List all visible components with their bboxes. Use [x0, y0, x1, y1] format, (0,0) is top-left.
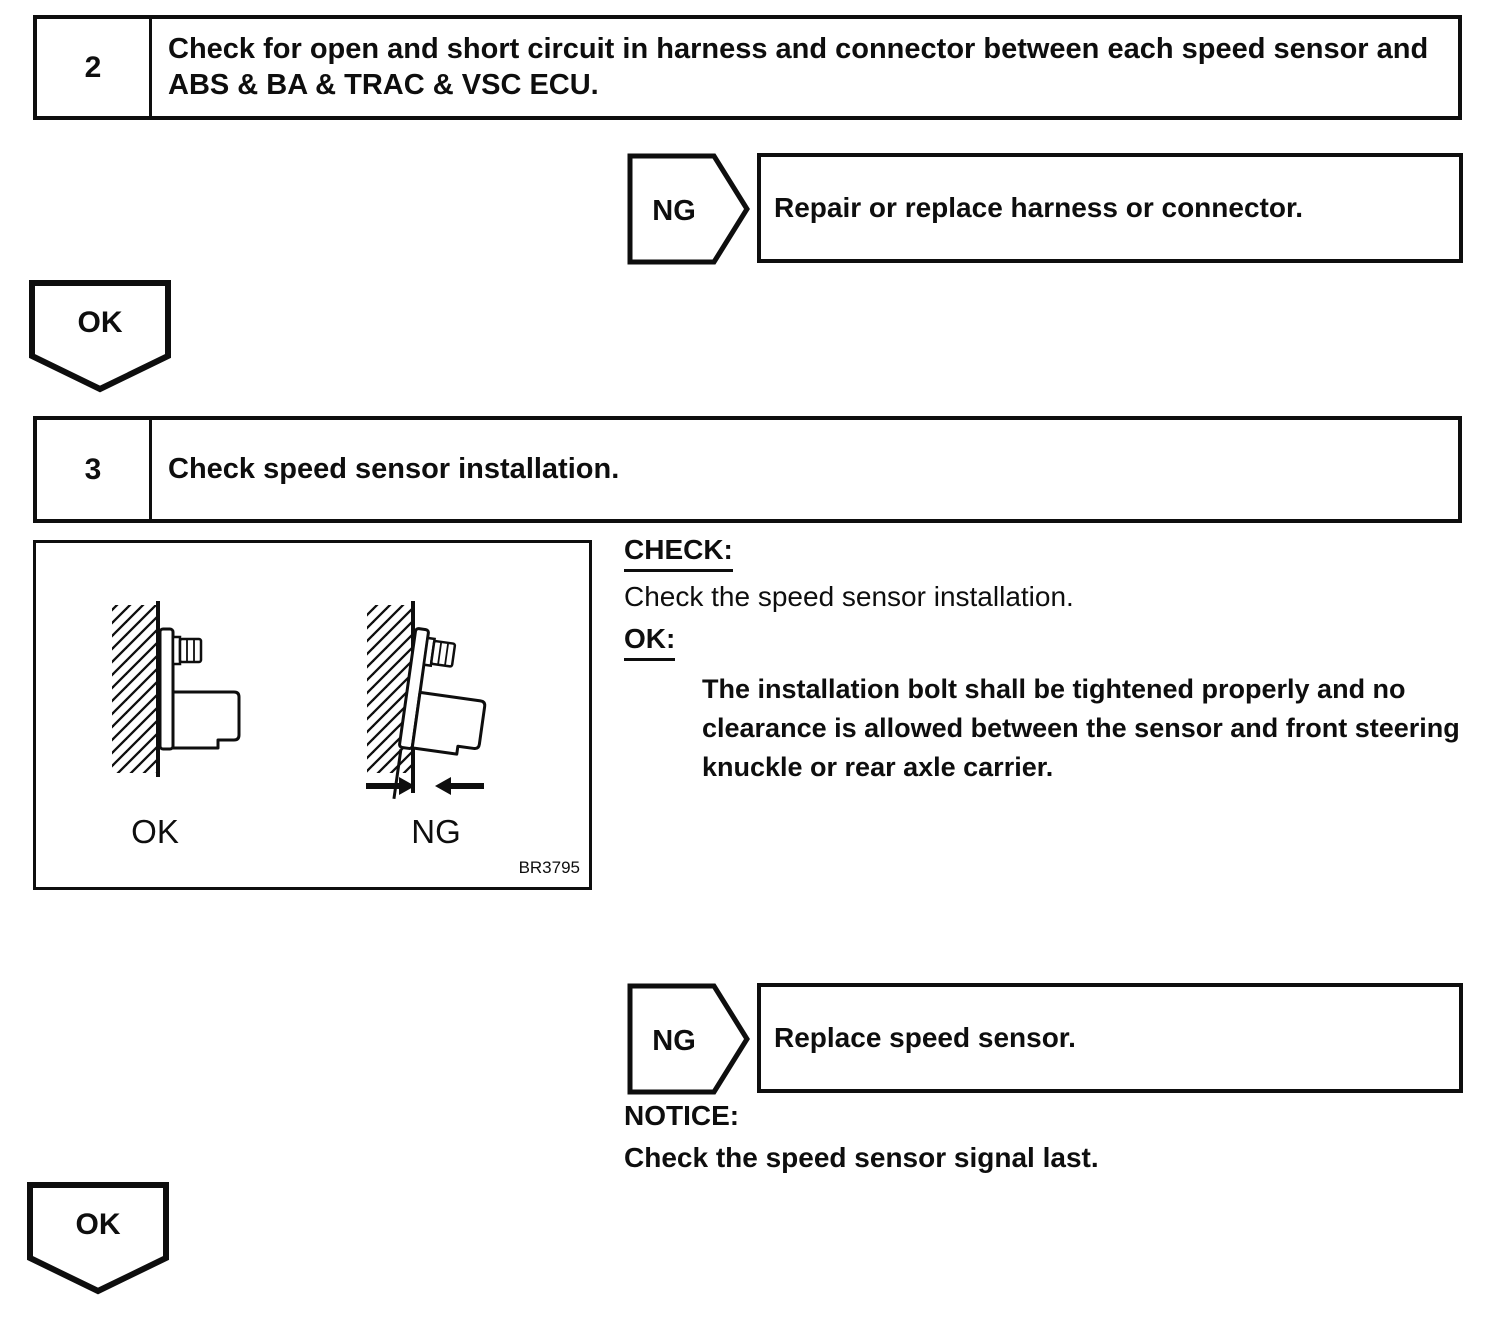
wall-hatch-left [112, 605, 157, 773]
figure-ng-label: NG [411, 813, 461, 850]
ok-heading: OK: [624, 623, 676, 661]
ng-action-text: Repair or replace harness or connector. [774, 192, 1304, 223]
bolt-head-right [430, 639, 457, 668]
ng-action-box-repair-harness: Repair or replace harness or connector. [757, 153, 1463, 263]
sensor-body-right [410, 690, 487, 756]
ng-arrow-shape [627, 153, 750, 265]
ng-label: NG [652, 1025, 696, 1057]
notice-heading: NOTICE: [624, 1100, 740, 1131]
step-2-number: 2 [37, 19, 152, 116]
speed-sensor-figure: OK [33, 540, 592, 890]
sensor-ng-drawing [366, 601, 487, 800]
bolt-facet-line [437, 642, 442, 664]
speed-sensor-figure-drawing: OK [112, 601, 580, 877]
gap-arrowhead-left [399, 777, 415, 795]
ng-label: NG [652, 195, 696, 227]
ng-arrow-icon: NG [627, 153, 750, 265]
bolt-facet-line [444, 643, 449, 665]
sensor-ok-drawing [112, 601, 241, 777]
notice-section: NOTICE: Check the speed sensor signal la… [624, 1100, 1502, 1174]
sensor-bracket-left [158, 627, 175, 751]
gap-arrows [366, 777, 484, 795]
ng-arrow-icon: NG [627, 983, 750, 1095]
check-body: Check the speed sensor installation. [624, 581, 1074, 612]
check-heading-row: CHECK: [624, 534, 1502, 572]
ng-action-text: Replace speed sensor. [774, 1022, 1076, 1053]
sensor-bracket-right [398, 627, 430, 750]
step-3-title: Check speed sensor installation. [168, 452, 620, 485]
ng-arrow-shape [627, 983, 750, 1095]
gap-arrowhead-right [435, 777, 451, 795]
bolt-head-left [178, 637, 203, 664]
notice-body: Check the speed sensor signal last. [624, 1142, 1099, 1173]
step-2-box: 2 Check for open and short circuit in ha… [33, 15, 1462, 120]
ok-arrow-icon: OK [27, 1182, 169, 1295]
step-2-title: Check for open and short circuit in harn… [168, 32, 1429, 101]
ok-label: OK [78, 306, 123, 339]
ok-label: OK [76, 1208, 121, 1241]
check-instructions: CHECK: Check the speed sensor installati… [624, 534, 1502, 787]
figure-code: BR3795 [519, 858, 580, 877]
ok-arrow-shape [29, 280, 171, 393]
figure-ok-label: OK [131, 813, 179, 850]
ok-arrow-icon: OK [29, 280, 171, 393]
ok-heading-row: OK: [624, 623, 1502, 661]
check-heading: CHECK: [624, 534, 733, 572]
step-3-box: 3 Check speed sensor installation. [33, 416, 1462, 523]
clearance-gap-line [392, 749, 403, 800]
ok-criteria: The installation bolt shall be tightened… [702, 674, 1460, 783]
ng-action-box-replace-sensor: Replace speed sensor. [757, 983, 1463, 1093]
tilted-sensor-group [392, 627, 487, 800]
step-3-number: 3 [37, 420, 152, 519]
ok-arrow-shape [27, 1182, 169, 1295]
sensor-body-left [171, 690, 241, 750]
